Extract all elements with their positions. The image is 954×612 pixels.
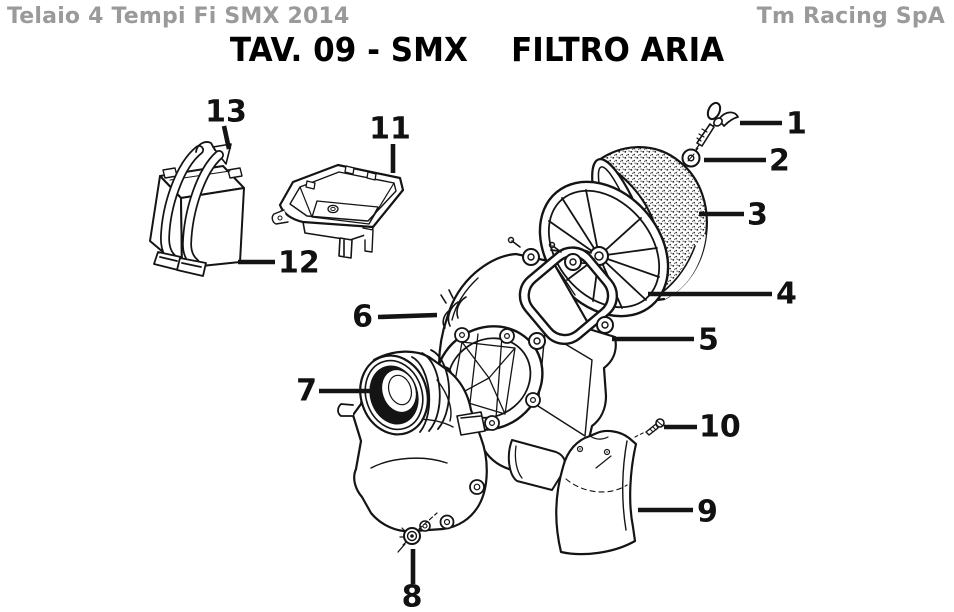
callout-label-12: 12 bbox=[278, 246, 320, 281]
callout-label-5: 5 bbox=[698, 323, 719, 358]
battery-straps-part bbox=[153, 141, 224, 277]
wing-bolt-part bbox=[695, 101, 739, 150]
callout-label-9: 9 bbox=[697, 495, 718, 530]
washer-part bbox=[681, 148, 701, 168]
battery-part bbox=[149, 141, 245, 277]
callout-label-4: 4 bbox=[776, 277, 797, 312]
callout-label-2: 2 bbox=[769, 144, 790, 179]
screw-part bbox=[634, 418, 665, 438]
filter-frame-ears bbox=[522, 248, 614, 350]
airbox-spring-clips bbox=[440, 289, 467, 329]
callout-label-10: 10 bbox=[699, 410, 741, 445]
callout-label-13: 13 bbox=[205, 95, 247, 130]
battery-tray-part bbox=[271, 163, 405, 259]
callout-label-11: 11 bbox=[369, 112, 411, 147]
callout-label-3: 3 bbox=[747, 198, 768, 233]
callout-label-7: 7 bbox=[296, 374, 317, 409]
page-title: TAV. 09 - SMX FILTRO ARIA bbox=[229, 30, 725, 69]
callout-label-6: 6 bbox=[352, 300, 373, 335]
nut-part bbox=[397, 512, 438, 553]
leader-lines bbox=[221, 120, 782, 584]
callout-label-8: 8 bbox=[402, 580, 423, 612]
catalog-model-header: Telaio 4 Tempi Fi SMX 2014 bbox=[7, 4, 350, 29]
filter-frame-part bbox=[507, 236, 618, 350]
callout-label-1: 1 bbox=[786, 107, 807, 142]
manufacturer-header: Tm Racing SpA bbox=[756, 4, 945, 29]
intake-boot-part bbox=[337, 349, 488, 533]
filter-cage-part bbox=[538, 180, 670, 318]
splash-guard-part bbox=[555, 429, 638, 556]
